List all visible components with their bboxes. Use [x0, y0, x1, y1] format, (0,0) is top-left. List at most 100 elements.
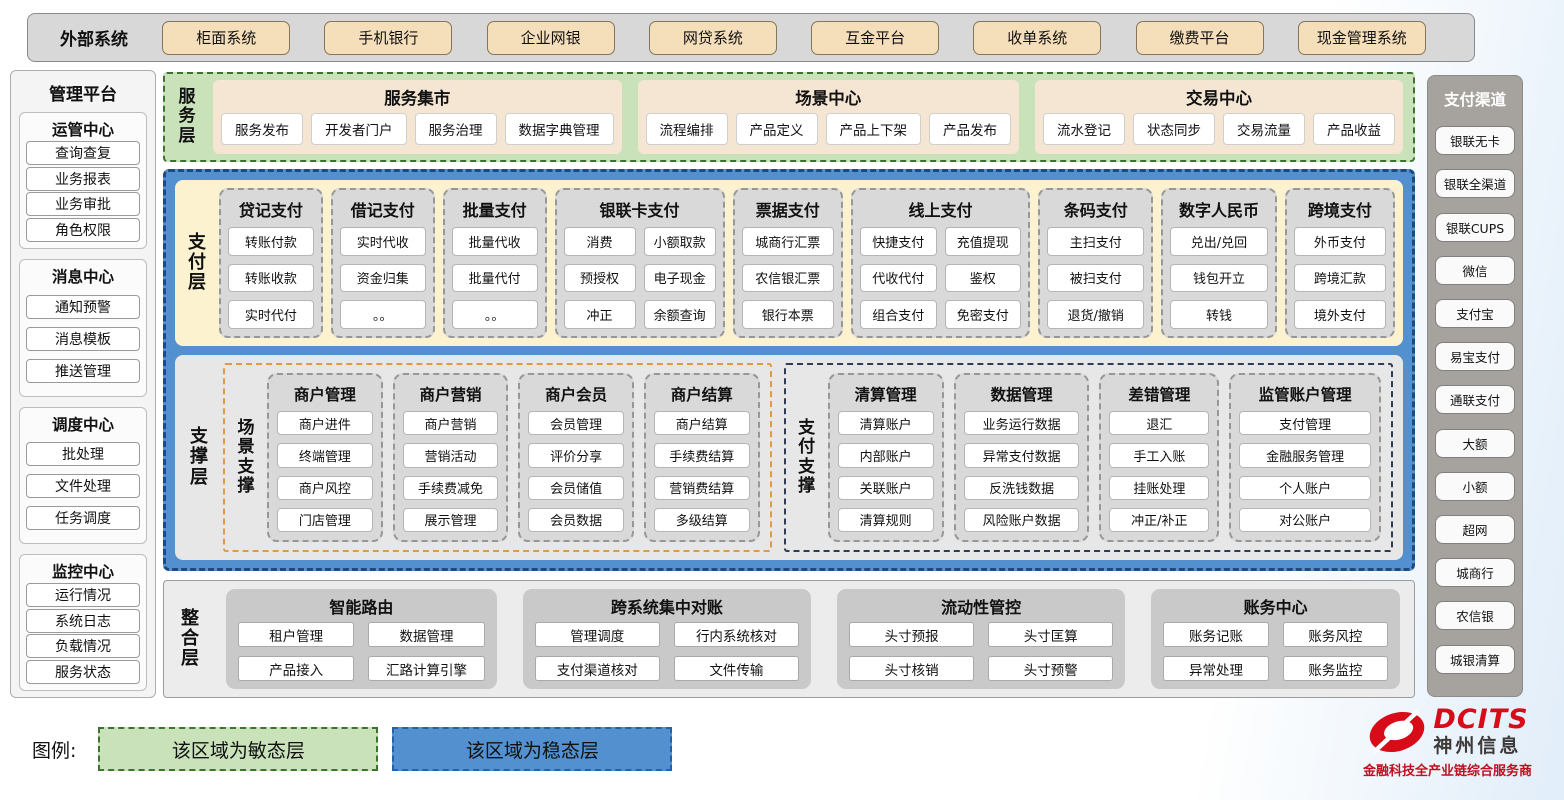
payment-category: 贷记支付转账付款转账收款实时代付: [219, 188, 323, 338]
payment-channel-box: 易宝支付: [1435, 342, 1515, 372]
integration-item-box: 头寸预警: [988, 656, 1114, 681]
support-category-title: 差错管理: [1128, 386, 1191, 404]
payment-item-box: 转账付款: [228, 227, 314, 256]
payment-category-title: 借记支付: [350, 201, 415, 220]
management-item-box: 服务状态: [26, 659, 140, 684]
payment-category-items: 城商行汇票农信银汇票银行本票: [741, 227, 834, 329]
support-item-box: 金融服务管理: [1239, 443, 1371, 468]
service-item-box: 服务治理: [414, 113, 497, 145]
support-item-box: 营销活动: [402, 443, 499, 468]
logo-company-name: 神州信息: [1433, 734, 1522, 757]
logo-tagline: 金融科技全产业链综合服务商: [1362, 764, 1532, 779]
support-item-box: 支付管理: [1239, 411, 1371, 436]
payment-item-box: 钱包开立: [1170, 263, 1268, 293]
payment-layer-columns: 贷记支付转账付款转账收款实时代付借记支付实时代收资金归集。。批量支付批量代收批量…: [219, 188, 1396, 338]
service-panel: 服务集市服务发布开发者门户服务治理数据字典管理: [213, 80, 622, 154]
dcits-swirl-icon: [1370, 709, 1425, 754]
support-category-items: 会员管理评价分享会员储值会员数据: [528, 411, 624, 532]
support-item-box: 商户进件: [277, 411, 373, 436]
support-category-items: 退汇手工入账挂账处理冲正/补正: [1109, 411, 1210, 532]
logo-row: DCITS 神州信息: [1366, 706, 1528, 758]
management-group-items: 查询查复业务报表业务审批角色权限: [26, 140, 140, 243]
support-category-items: 商户进件终端管理商户风控门店管理: [277, 411, 373, 532]
management-group-items: 运行情况系统日志负载情况服务状态: [26, 582, 140, 685]
service-item-box: 产品上下架: [825, 113, 921, 145]
service-panel-items: 服务发布开发者门户服务治理数据字典管理: [221, 109, 614, 149]
integration-panel: 跨系统集中对账管理调度行内系统核对支付渠道核对文件传输: [522, 589, 812, 689]
support-group-columns: 商户管理商户进件终端管理商户风控门店管理商户营销商户营销营销活动手续费减免展示管…: [267, 373, 760, 542]
management-platform-panel: 管理平台 运管中心查询查复业务报表业务审批角色权限消息中心通知预警消息模板推送管…: [10, 70, 156, 698]
support-category: 差错管理退汇手工入账挂账处理冲正/补正: [1099, 373, 1220, 542]
management-item-box: 推送管理: [26, 358, 140, 383]
integration-item-box: 头寸核销: [849, 656, 975, 681]
payment-item-box: 被扫支付: [1047, 263, 1145, 293]
payment-item-box: 消费: [563, 227, 636, 256]
integration-item-box: 头寸匡算: [988, 622, 1114, 647]
support-category-items: 业务运行数据异常支付数据反洗钱数据风险账户数据: [963, 411, 1080, 532]
payment-category: 条码支付主扫支付被扫支付退货/撤销: [1038, 188, 1154, 338]
payment-channel-box: 微信: [1435, 255, 1515, 285]
payment-channel-box: 城银清算: [1435, 644, 1515, 674]
support-item-box: 展示管理: [402, 507, 499, 532]
payment-item-box: 农信银汇票: [741, 263, 834, 293]
integration-item-box: 管理调度: [534, 622, 660, 647]
management-item-box: 文件处理: [26, 474, 140, 499]
external-system-box: 企业网银: [486, 20, 615, 55]
management-item-box: 查询查复: [26, 141, 140, 166]
payment-category-title: 线上支付: [908, 201, 973, 220]
management-group-items: 批处理文件处理任务调度: [26, 435, 140, 538]
support-item-box: 反洗钱数据: [963, 475, 1080, 500]
integration-panel-title: 跨系统集中对账: [610, 598, 723, 617]
support-category: 监管账户管理支付管理金融服务管理个人账户对公账户: [1229, 373, 1381, 542]
payment-category: 银联卡支付消费小额取款预授权电子现金冲正余额查询: [554, 188, 725, 338]
management-item-box: 消息模板: [26, 326, 140, 351]
payment-category-items: 兑出/兑回钱包开立转钱: [1170, 227, 1268, 329]
support-item-box: 会员储值: [528, 475, 624, 500]
integration-panel-title: 流动性管控: [941, 598, 1022, 617]
payment-category: 数字人民币兑出/兑回钱包开立转钱: [1161, 188, 1277, 338]
payment-category: 借记支付实时代收资金归集。。: [330, 188, 435, 338]
payment-channel-box: 银联无卡: [1435, 126, 1515, 156]
support-group: 支付支撑清算管理清算账户内部账户关联账户清算规则数据管理业务运行数据异常支付数据…: [783, 363, 1393, 552]
payment-item-box: 组合支付: [859, 300, 937, 329]
management-group: 消息中心通知预警消息模板推送管理: [19, 259, 147, 397]
integration-panel: 流动性管控头寸预报头寸匡算头寸核销头寸预警: [837, 589, 1126, 689]
integration-item-box: 支付渠道核对: [534, 656, 660, 681]
integration-item-box: 行内系统核对: [673, 622, 800, 647]
management-group: 调度中心批处理文件处理任务调度: [19, 406, 147, 544]
payment-category: 批量支付批量代收批量代付。。: [442, 188, 547, 338]
management-group-title: 运管中心: [51, 121, 114, 139]
payment-item-box: 批量代收: [451, 227, 538, 256]
support-layer-groups: 场景支撑商户管理商户进件终端管理商户风控门店管理商户营销商户营销营销活动手续费减…: [223, 363, 1393, 552]
management-group: 运管中心查询查复业务报表业务审批角色权限: [19, 112, 147, 250]
support-item-box: 业务运行数据: [963, 411, 1080, 436]
integration-layer-panels: 智能路由租户管理数据管理产品接入汇路计算引擎跨系统集中对账管理调度行内系统核对支…: [226, 589, 1400, 689]
support-item-box: 评价分享: [528, 443, 624, 468]
payment-category-items: 快捷支付充值提现代收代付鉴权组合支付免密支付: [859, 227, 1022, 329]
payment-channel-box: 超网: [1435, 515, 1515, 545]
external-system-box: 柜面系统: [162, 20, 291, 55]
support-category: 商户营销商户营销营销活动手续费减免展示管理: [392, 373, 509, 542]
payment-item-box: 余额查询: [643, 300, 716, 329]
service-item-box: 交易流量: [1223, 113, 1305, 145]
payment-item-box: 充值提现: [944, 227, 1022, 256]
management-item-box: 负载情况: [26, 634, 140, 659]
payment-channel-box: 银联全渠道: [1435, 169, 1515, 199]
service-item-box: 流程编排: [645, 113, 728, 145]
payment-layer: 支付层 贷记支付转账付款转账收款实时代付借记支付实时代收资金归集。。批量支付批量…: [175, 180, 1403, 346]
payment-item-box: 兑出/兑回: [1170, 227, 1268, 256]
payment-category-items: 实时代收资金归集。。: [339, 227, 426, 329]
management-item-box: 系统日志: [26, 608, 140, 633]
support-item-box: 门店管理: [277, 507, 373, 532]
management-group: 监控中心运行情况系统日志负载情况服务状态: [19, 553, 147, 691]
payment-category-items: 外币支付跨境汇款境外支付: [1293, 227, 1387, 329]
support-item-box: 会员数据: [528, 507, 624, 532]
payment-item-box: 批量代付: [451, 263, 538, 293]
payment-item-box: 退货/撤销: [1047, 300, 1145, 329]
support-layer-label: 支撑层: [190, 426, 208, 488]
payment-channel-box: 大额: [1435, 428, 1515, 458]
external-systems-label: 外部系统: [60, 30, 128, 50]
integration-item-box: 数据管理: [368, 622, 485, 647]
